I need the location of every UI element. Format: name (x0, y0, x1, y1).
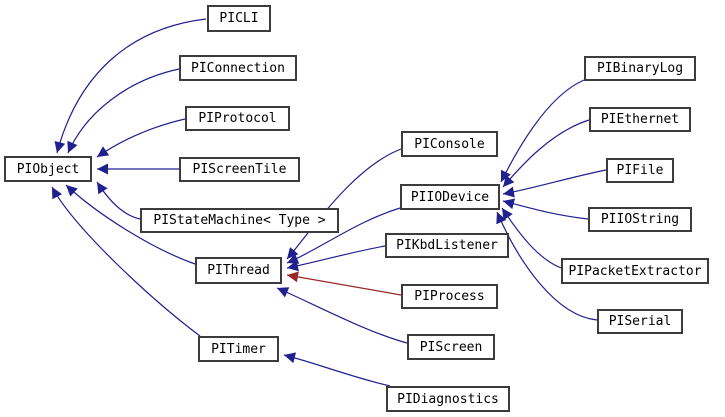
inheritance-edge-PIIODevice-to-PIThread (286, 207, 401, 264)
class-node-PIConnection[interactable]: PIConnection (179, 55, 297, 81)
inheritance-edge-PIProtocol-to-PIObject (96, 118, 186, 158)
class-node-PIStateMachine[interactable]: PIStateMachine< Type > (140, 208, 339, 233)
inheritance-edge-PIConsole-to-PIThread (286, 148, 402, 260)
inheritance-edge-PIThread-to-PIObject (65, 184, 196, 265)
inheritance-edge-PIEthernet-to-PIIODevice (502, 119, 590, 188)
inheritance-edge-PIConnection-to-PIObject (67, 68, 180, 154)
class-node-PIScreenTile[interactable]: PIScreenTile (179, 157, 300, 182)
inheritance-edge-PIStateMachine-to-PIObject (96, 181, 141, 220)
inheritance-edge-PIKbdListener-to-PIThread (286, 245, 386, 272)
class-node-PITimer[interactable]: PITimer (198, 336, 279, 362)
class-node-PIObject[interactable]: PIObject (4, 156, 92, 182)
class-node-PIIOString[interactable]: PIIOString (588, 207, 692, 232)
class-node-PISerial[interactable]: PISerial (597, 309, 683, 334)
class-node-PIKbdListener[interactable]: PIKbdListener (385, 233, 509, 258)
inheritance-edge-PIDiagnostics-to-PITimer (283, 352, 391, 387)
inheritance-edge-PIPacketExtractor-to-PIIODevice (501, 207, 562, 269)
class-node-PIFile[interactable]: PIFile (606, 158, 674, 183)
inheritance-edge-PIFile-to-PIIODevice (502, 169, 607, 198)
inheritance-edge-PICLI-to-PIObject (54, 18, 207, 154)
inheritance-edge-PIProcess-to-PIThread (286, 271, 402, 296)
class-node-PICLI[interactable]: PICLI (207, 5, 271, 32)
inheritance-edge-PIScreen-to-PIThread (276, 287, 408, 344)
inheritance-edge-PIIOString-to-PIIODevice (502, 198, 589, 220)
class-node-PIThread[interactable]: PIThread (195, 257, 282, 284)
inheritance-edge-PITimer-to-PIObject (51, 186, 201, 337)
class-node-PIPacketExtractor[interactable]: PIPacketExtractor (561, 258, 709, 284)
class-node-PIBinaryLog[interactable]: PIBinaryLog (584, 56, 696, 81)
class-node-PIDiagnostics[interactable]: PIDiagnostics (386, 386, 510, 412)
class-node-PIConsole[interactable]: PIConsole (401, 131, 498, 157)
class-node-PIProcess[interactable]: PIProcess (401, 284, 498, 309)
inheritance-edge-PISerial-to-PIIODevice (496, 211, 598, 321)
inheritance-edge-PIBinaryLog-to-PIIODevice (500, 79, 585, 183)
class-node-PIEthernet[interactable]: PIEthernet (589, 107, 691, 132)
class-node-PIScreen[interactable]: PIScreen (407, 334, 495, 360)
class-node-PIProtocol[interactable]: PIProtocol (185, 106, 290, 131)
class-node-PIIODevice[interactable]: PIIODevice (400, 184, 500, 210)
